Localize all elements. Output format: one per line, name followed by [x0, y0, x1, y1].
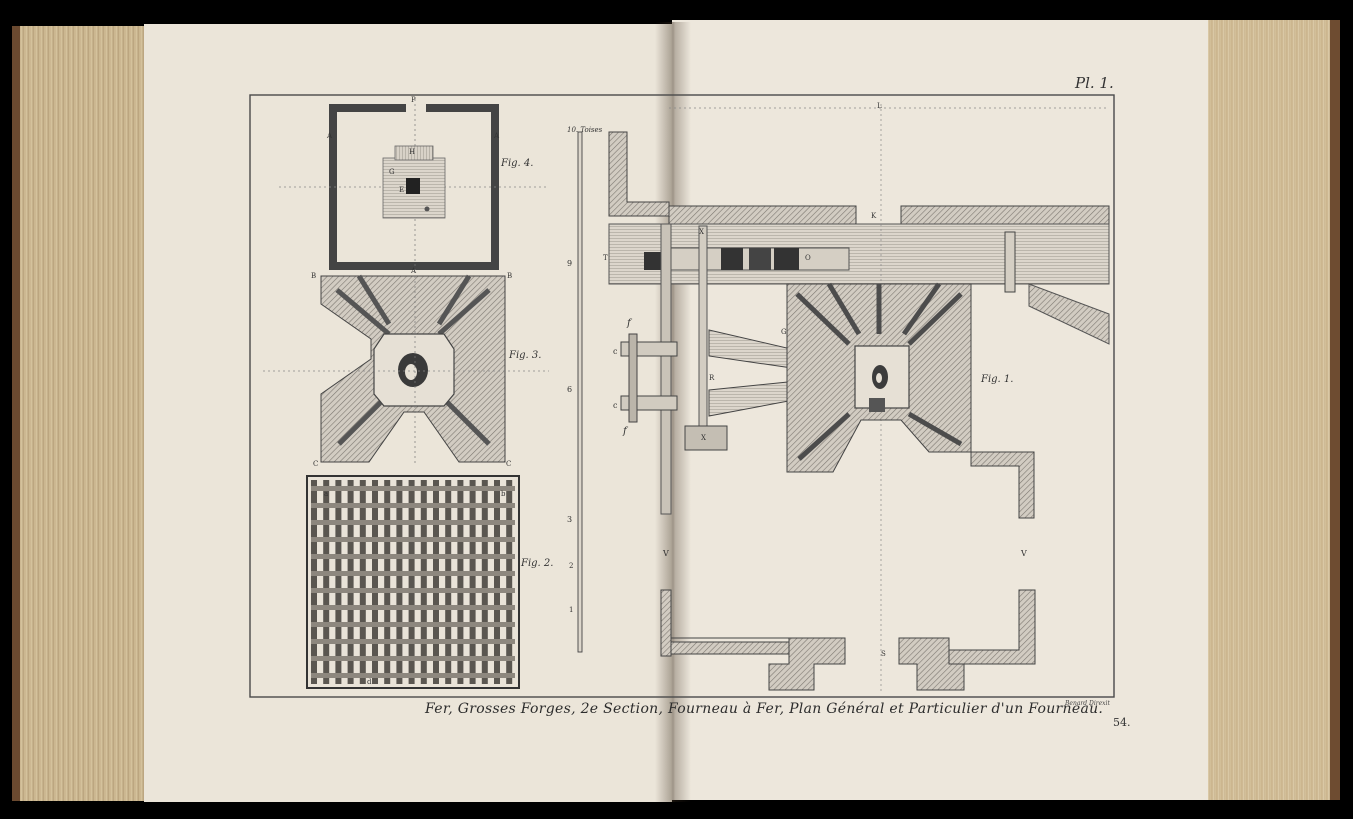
label-f-top: f	[626, 318, 633, 329]
scale-title: 10. Toises	[567, 126, 603, 134]
grate-bar-horizontal	[311, 554, 515, 559]
scale-mark-2: 2	[569, 562, 573, 570]
scale-mark-6: 6	[567, 385, 572, 394]
label-V-right: V	[1020, 549, 1027, 558]
grate-bar-horizontal	[311, 537, 515, 542]
grate-bar-horizontal	[311, 656, 515, 661]
plate-caption: Fer, Grosses Forges, 2e Section, Fournea…	[425, 701, 1104, 717]
label-G-fig1: G	[781, 328, 787, 336]
label-L: L	[877, 102, 882, 110]
figure-3: B B C C Fig. 3.	[263, 272, 549, 468]
grate-bar-vertical	[420, 480, 427, 684]
grate-bar-vertical	[396, 480, 403, 684]
grate-bar-horizontal	[311, 486, 515, 491]
page-number: 54.	[1113, 716, 1131, 729]
grate-bar-vertical	[506, 480, 513, 684]
label-a: a	[324, 490, 328, 498]
grate-bar-horizontal	[311, 588, 515, 593]
label-T: T	[603, 254, 608, 262]
plate-label: Pl. 1.	[1075, 74, 1114, 92]
grate-bar-vertical	[408, 480, 415, 684]
label-A-bottom: A	[410, 267, 417, 275]
grate-bar-vertical	[335, 480, 342, 684]
grate-bar-vertical	[372, 480, 378, 684]
grate-bar-vertical	[469, 480, 476, 684]
grate-bar-vertical	[323, 480, 330, 684]
grate-bar-vertical	[384, 480, 391, 684]
grate-bar-vertical	[359, 480, 366, 684]
label-V-left: V	[662, 549, 669, 558]
label-f-bottom: f	[622, 426, 629, 437]
label-E: E	[399, 186, 404, 194]
figure-4: P A A A G H E Fig. 4.	[279, 96, 549, 275]
grate-bar-horizontal	[311, 622, 515, 627]
scale-mark-1: 1	[569, 606, 573, 614]
grate-bar-horizontal	[311, 520, 515, 525]
grate-bar-vertical	[445, 480, 452, 684]
label-B-left: B	[311, 272, 316, 280]
fig4-label: Fig. 4.	[500, 158, 533, 169]
grate-bar-horizontal	[311, 673, 515, 678]
fig1-label: Fig. 1.	[980, 374, 1013, 385]
label-A-right: A	[493, 132, 500, 140]
grate-bar-vertical	[457, 480, 464, 684]
label-S: S	[881, 650, 886, 658]
label-H: H	[409, 148, 415, 156]
fig3-label: Fig. 3.	[508, 350, 541, 361]
engraving-plate: P A A A G H E Fig. 4. B B C C Fig. 3.	[249, 94, 1115, 698]
grate-bar-horizontal	[311, 571, 515, 576]
grate-bar-vertical	[481, 480, 488, 684]
grate-bar-horizontal	[311, 605, 515, 610]
label-G: G	[389, 168, 395, 176]
label-R: R	[709, 374, 715, 382]
grate-bar-horizontal	[311, 639, 515, 644]
fig2-label: Fig. 2.	[520, 558, 553, 569]
page-edges-left	[12, 26, 144, 801]
plate-frame	[249, 94, 1115, 698]
grate-bar-vertical	[311, 480, 317, 684]
label-X-bottom: X	[701, 434, 706, 442]
grate-bar-vertical	[494, 480, 500, 684]
label-C-right: C	[506, 460, 511, 468]
label-B-right: B	[507, 272, 512, 280]
label-C-left: C	[313, 460, 318, 468]
engraver-signature: Benard Direxit	[1065, 700, 1110, 707]
grate-bar-vertical	[347, 480, 354, 684]
label-P: P	[411, 96, 416, 104]
label-c-bottom: c	[613, 401, 618, 410]
label-b: b	[501, 490, 506, 498]
label-A-left: A	[326, 132, 333, 140]
grate-bar-horizontal	[311, 503, 515, 508]
page-edges-right	[1205, 20, 1340, 800]
scale-mark-9: 9	[567, 259, 572, 268]
label-X-top: X	[699, 228, 704, 236]
label-c-top: c	[613, 347, 618, 356]
grate-bar-vertical	[433, 480, 439, 684]
figure-2	[306, 475, 520, 689]
scale-bar: 10. Toises 9 6 3 2 1	[567, 126, 603, 653]
label-O: O	[805, 254, 811, 262]
figure-1: L K T O R G f f c c X X V V S Fig. 1.	[603, 102, 1110, 694]
label-d: d	[367, 678, 372, 686]
scale-mark-3: 3	[567, 515, 572, 524]
label-K: K	[871, 212, 877, 220]
